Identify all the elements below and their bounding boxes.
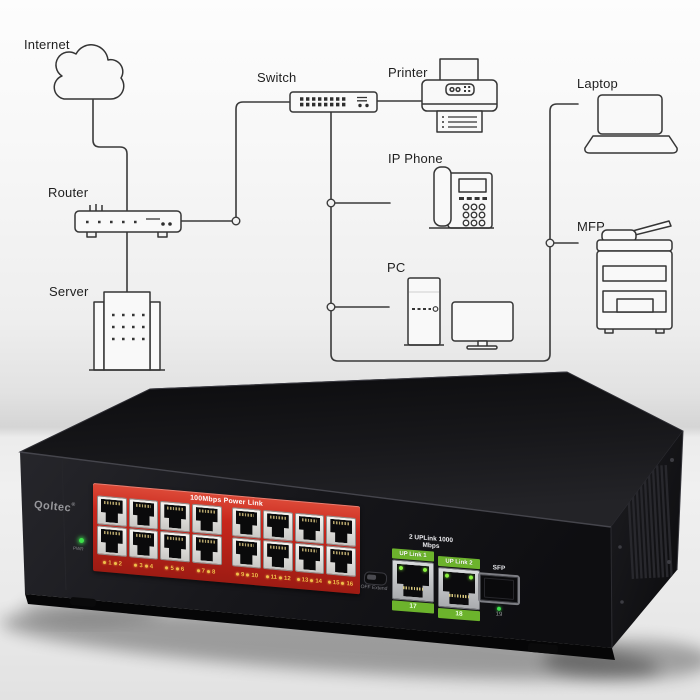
label-laptop: Laptop: [577, 76, 618, 91]
label-switch: Switch: [257, 70, 297, 85]
uplink1-rj45-port: [392, 559, 434, 603]
sfp-led: [497, 606, 501, 611]
power-led-label: PWR: [72, 545, 84, 552]
port-led: [341, 581, 345, 585]
desktop-pc-icon: [404, 277, 514, 350]
wire-node-switch: [235, 101, 290, 222]
rj45-port: [128, 528, 159, 560]
rj45-port: [263, 539, 293, 572]
chassis-bottom-lip: [25, 594, 615, 660]
label-pc: PC: [387, 260, 405, 275]
ip-phone-icon: [429, 166, 494, 229]
port-led: [246, 573, 250, 577]
cloud-icon: [53, 44, 125, 100]
port-led: [279, 576, 283, 580]
port-led: [206, 569, 210, 574]
back-edge-highlight: [149, 371, 568, 390]
registered-mark: ®: [71, 501, 76, 508]
sfp-slot: SFP 19: [478, 563, 520, 619]
uplink1-number: 17: [392, 600, 434, 614]
rj45-port: [294, 512, 325, 545]
front-right-edge: [610, 526, 613, 649]
printer-icon: [421, 58, 498, 133]
connection-wires: [92, 99, 579, 362]
laptop-icon: [584, 94, 678, 154]
rj45-port: [191, 503, 222, 536]
port-led: [327, 580, 331, 584]
port-led: [144, 564, 148, 568]
port-led: [310, 579, 314, 583]
switch-icon: [289, 91, 378, 113]
port-led: [265, 575, 269, 579]
label-ip-phone: IP Phone: [388, 151, 443, 166]
rj45-port: [231, 507, 262, 539]
port-group-1: [97, 495, 222, 566]
uplink-port-2: UP Link 2 18: [438, 555, 480, 622]
rj45-port: [326, 515, 356, 548]
rj45-port: [97, 525, 127, 557]
rj45-port: [191, 533, 222, 566]
port-led: [134, 563, 138, 567]
port-led: [103, 560, 107, 565]
rj45-port: [160, 530, 190, 563]
chassis-foot: [69, 597, 97, 607]
power-led: [79, 538, 84, 543]
mfp-copier-icon: [596, 220, 673, 334]
network-diagram: Internet Router Server Switch Printer IP…: [24, 37, 678, 371]
side-screws: [618, 458, 674, 604]
wire-internet-router: [92, 99, 128, 211]
label-router: Router: [48, 185, 89, 200]
rj45-port: [160, 500, 190, 533]
sfp-cage: [478, 572, 520, 606]
uplink-section: 2 UPLink 1000 Mbps UP Link 1 17 UP Link …: [388, 530, 528, 641]
label-mfp: MFP: [577, 219, 605, 234]
uplink-port-1: UP Link 1 17: [392, 548, 434, 614]
rj45-port: [294, 542, 325, 575]
wire-switch-loop: [330, 103, 579, 362]
junction-nodes: [231, 198, 555, 312]
port-led: [236, 572, 240, 576]
rj45-port: [97, 495, 127, 527]
label-printer: Printer: [388, 65, 428, 80]
front-panel-seam: [61, 457, 67, 591]
rj45-port: [263, 509, 293, 542]
sfp-number: 19: [495, 611, 503, 618]
label-server: Server: [49, 284, 89, 299]
rj45-port: [128, 498, 159, 530]
uplink2-rj45-port: [438, 566, 480, 611]
front-top-edge-highlight: [19, 451, 612, 528]
router-icon: [74, 204, 182, 238]
server-building-icon: [89, 291, 165, 371]
rj45-port: [231, 537, 262, 569]
port-led: [113, 561, 117, 566]
port-group-2: [231, 507, 356, 578]
port-led: [175, 567, 179, 571]
uplink2-number: 18: [438, 607, 480, 622]
label-internet: Internet: [24, 37, 70, 52]
back-right-edge: [676, 430, 684, 571]
port-led: [296, 577, 300, 582]
rj45-port: [326, 545, 356, 578]
port-led: [196, 569, 200, 573]
chassis-foot: [527, 642, 559, 655]
port-led: [165, 566, 169, 570]
